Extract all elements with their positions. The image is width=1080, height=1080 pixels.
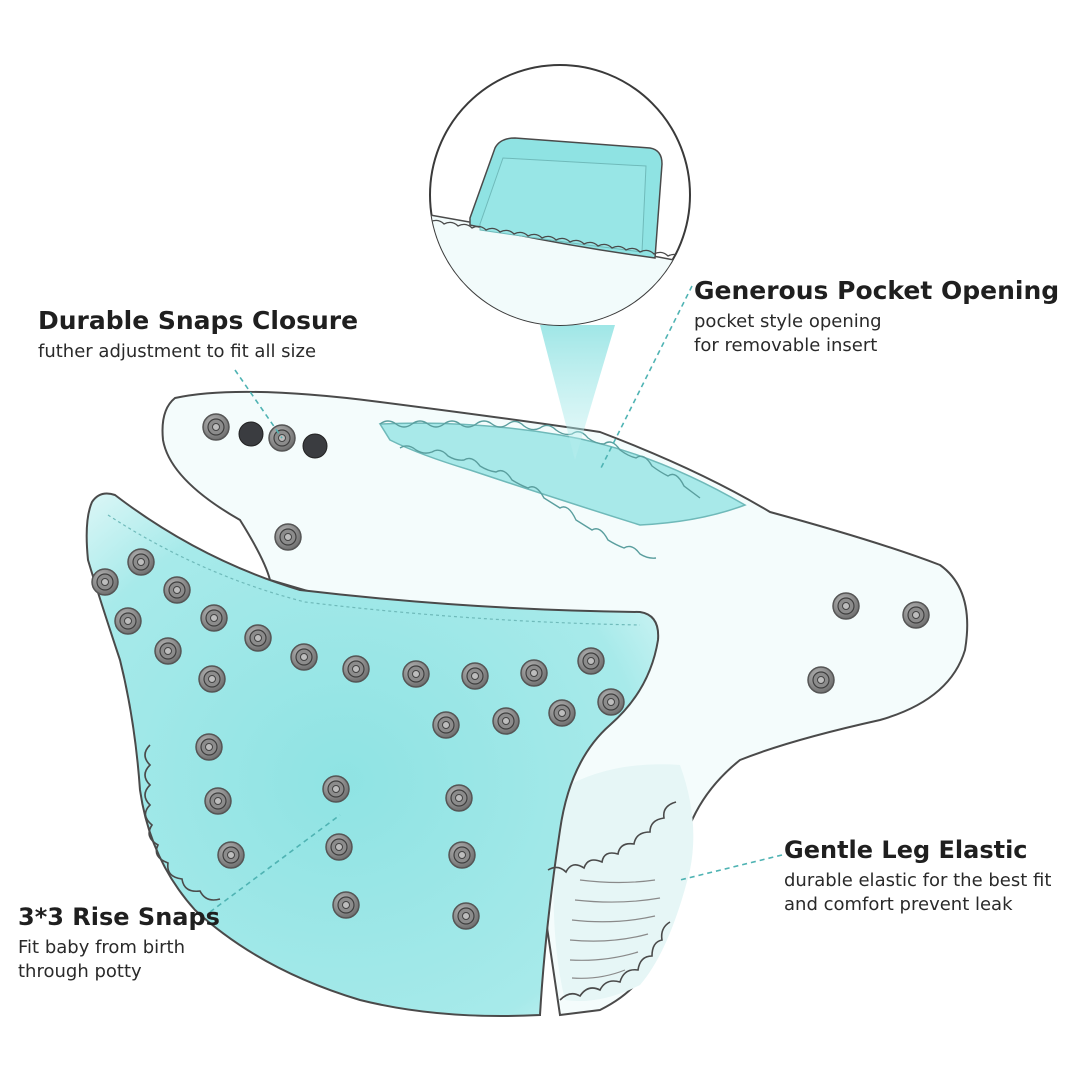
leader-rise-snaps [209,814,341,913]
snap-button [200,604,228,632]
front-leg-elastic [144,744,221,901]
snap-button [577,647,605,675]
snap-button [332,891,360,919]
snap-button [807,666,835,694]
snap-button [198,665,226,693]
diaper-front-panel [85,492,660,1017]
callout-title: Gentle Leg Elastic [784,836,1028,864]
back-leg-elastic-lower [559,921,671,1001]
pocket-ruffle-top [379,420,701,499]
callout-description: futher adjustment to fit all size [38,340,358,364]
snap-button [902,601,930,629]
snap-button [195,733,223,761]
callout-description: pocket style opening for removable inser… [694,310,1059,359]
snap-button [492,707,520,735]
snap-button [244,624,272,652]
callout-line: pocket style opening [694,311,882,332]
snap-button [204,787,232,815]
callout-leg-elastic: Gentle Leg Elastic durable elastic for t… [784,836,1051,917]
snap-button [342,655,370,683]
snap-button [461,662,489,690]
callout-description: durable elastic for the best fit and com… [784,869,1051,918]
callout-rise-snaps: 3*3 Rise Snaps Fit baby from birth throu… [18,903,220,984]
leader-pocket-opening [599,285,693,471]
callout-line: futher adjustment to fit all size [38,341,317,362]
pocket-ruffle-bottom [399,445,657,559]
callout-title: 3*3 Rise Snaps [18,903,220,931]
snap-button [452,902,480,930]
snap-button [163,576,191,604]
snap-button [127,548,155,576]
snap-socket [238,421,264,447]
callout-title: Generous Pocket Opening [694,276,1060,305]
snap-button [520,659,548,687]
callout-line: Fit baby from birth [18,936,185,958]
back-leg-elastic [547,801,677,874]
snap-button [325,833,353,861]
snap-button [832,592,860,620]
callout-line: for removable insert [694,335,878,357]
callout-description: Fit baby from birth through potty [18,936,220,985]
snap-button [154,637,182,665]
snap-button [548,699,576,727]
snap-button [290,643,318,671]
pocket-opening-strip [378,422,747,526]
snap-button [432,711,460,739]
snap-button [202,413,230,441]
front-panel-inner-edge [107,514,641,626]
snap-buttons [91,413,930,930]
snap-button [322,775,350,803]
callout-title: Durable Snaps Closure [38,306,359,335]
snap-button [114,607,142,635]
snap-button [402,660,430,688]
snap-socket [302,433,328,459]
pocket-zoom-detail [429,64,691,326]
inner-elastic-lines [569,879,661,979]
callout-snaps-closure: Durable Snaps Closure futher adjustment … [38,306,358,364]
snap-button [445,784,473,812]
callout-line: through potty [18,961,142,983]
snap-button [91,568,119,596]
snap-button [274,523,302,551]
zoom-beam [540,325,615,460]
snap-button [217,841,245,869]
callout-line: and comfort prevent leak [784,894,1013,916]
leader-lines [209,285,783,913]
snap-button [448,841,476,869]
leader-snaps-closure [234,369,283,439]
snap-button [597,688,625,716]
leader-leg-elastic [679,854,783,881]
callout-pocket-opening: Generous Pocket Opening pocket style ope… [694,276,1059,359]
callout-line: durable elastic for the best fit [784,869,1052,891]
